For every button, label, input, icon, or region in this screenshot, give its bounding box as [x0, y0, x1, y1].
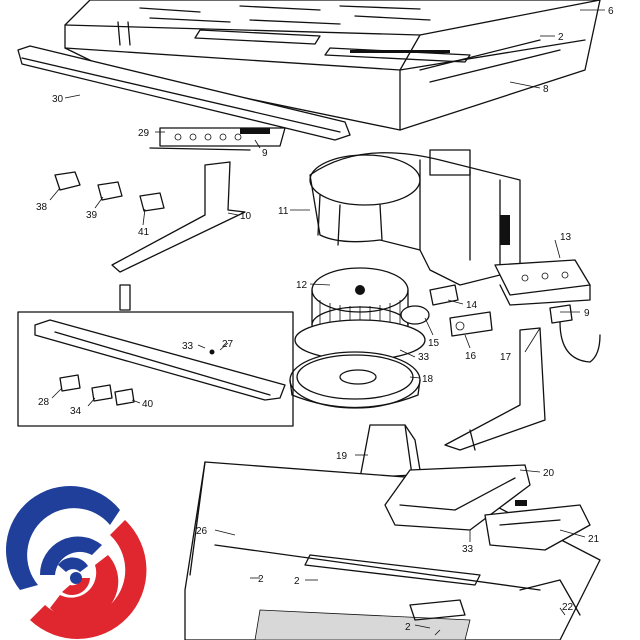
label-2-top: 2 [558, 32, 564, 43]
label-2-bottom: 2 [405, 622, 411, 633]
label-29: 29 [138, 128, 150, 139]
switch-panel [149, 127, 286, 151]
label-9-upper: 9 [262, 148, 268, 159]
label-8: 8 [543, 84, 549, 95]
label-33-inset: 33 [182, 341, 194, 352]
label-28: 28 [38, 397, 50, 408]
impeller [311, 267, 409, 344]
label-6: 6 [608, 6, 614, 17]
leader-lines [49, 9, 605, 636]
label-17: 17 [500, 352, 512, 363]
label-41: 41 [138, 227, 150, 238]
label-11: 11 [278, 206, 289, 217]
label-40: 40 [142, 399, 154, 410]
power-cable [549, 304, 601, 363]
label-15: 15 [428, 338, 440, 349]
label-33-lower: 33 [462, 544, 474, 555]
label-12: 12 [296, 280, 308, 291]
label-33-mid: 33 [418, 352, 430, 363]
side-bracket [444, 327, 546, 451]
label-26: 26 [196, 526, 208, 537]
label-38: 38 [36, 202, 48, 213]
label-21: 21 [588, 534, 600, 545]
fan-housing [309, 149, 521, 286]
label-9-lower: 9 [584, 308, 590, 319]
label-10: 10 [240, 211, 252, 222]
knob-set [54, 171, 165, 212]
mounting-bracket [111, 161, 246, 311]
label-19: 19 [336, 451, 348, 462]
cover-plate [484, 500, 591, 551]
label-2-mid: 2 [294, 576, 300, 587]
part-number-labels: 6 2 8 30 29 9 38 39 41 10 11 13 12 14 9 … [36, 6, 614, 633]
label-13: 13 [560, 232, 572, 243]
label-27: 27 [222, 339, 234, 350]
label-34: 34 [70, 406, 82, 417]
label-22: 22 [562, 602, 574, 613]
label-30: 30 [52, 94, 64, 105]
label-14: 14 [466, 300, 478, 311]
label-18: 18 [422, 374, 434, 385]
filter-disc [289, 319, 426, 409]
front-trim-strip [17, 45, 351, 141]
swirl-logo-icon [5, 485, 147, 639]
label-20: 20 [543, 468, 555, 479]
top-housing [64, 0, 601, 131]
terminal-board [494, 259, 591, 306]
inset-trim-panel [17, 311, 294, 427]
bottom-panel [184, 461, 601, 640]
label-39: 39 [86, 210, 98, 221]
label-16: 16 [465, 351, 477, 362]
label-2-left: 2 [258, 574, 264, 585]
capacitor-and-lamp-parts [400, 284, 493, 337]
